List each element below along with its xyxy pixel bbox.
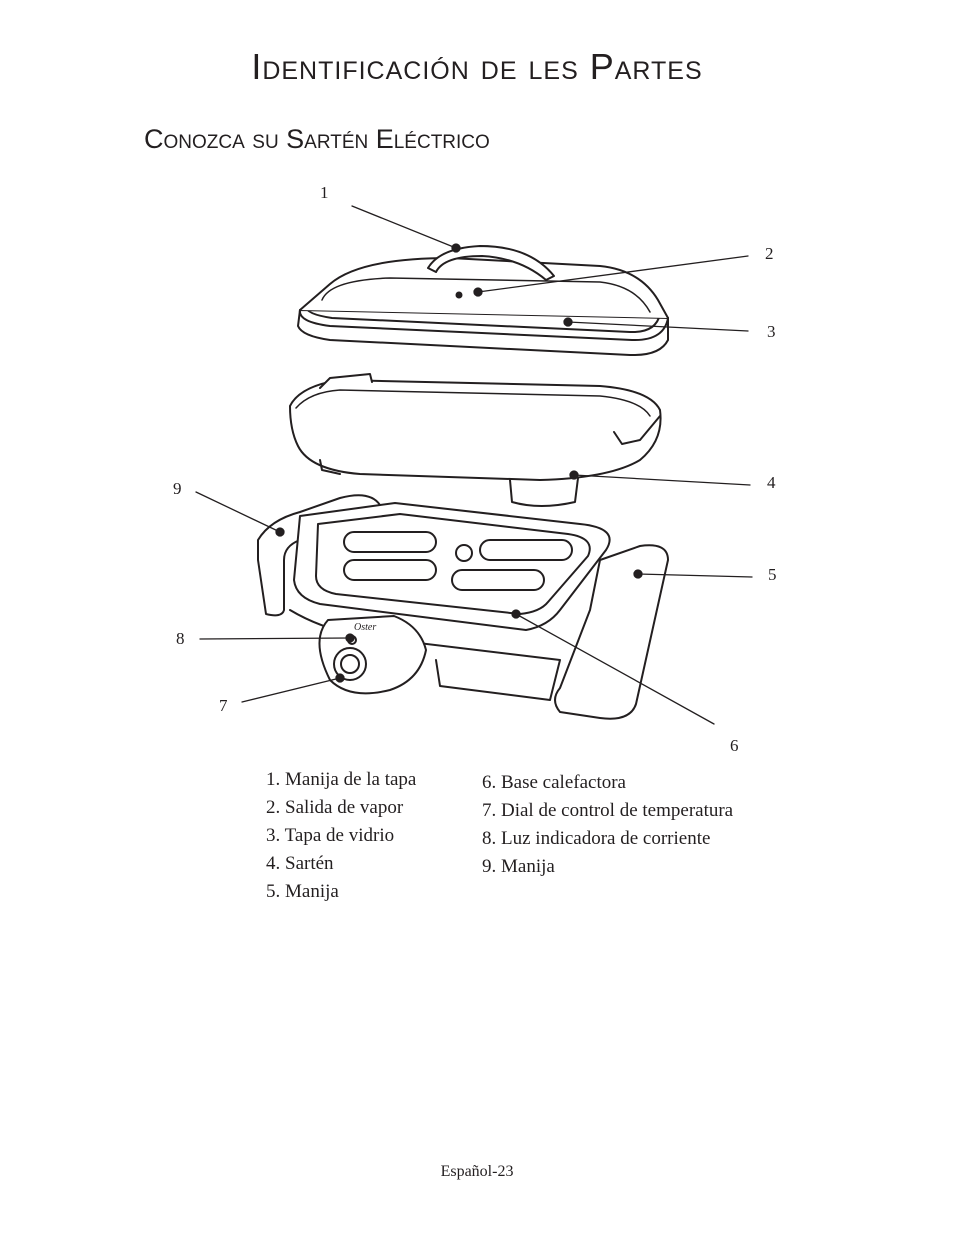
section-subtitle: Conozca su Sartén Eléctrico: [144, 124, 490, 154]
callout-7: 7: [219, 696, 228, 715]
list-item: 2. Salida de vapor: [266, 797, 404, 818]
page-title: Identificación de les Partes: [251, 46, 703, 87]
pan-illustration: [289, 373, 662, 507]
callout-6: 6: [730, 736, 739, 755]
lid-illustration: [297, 245, 669, 357]
skillet-diagram: Oster 1 2 3 4 5 6 7 8 9: [173, 183, 777, 755]
heating-base-illustration: Oster: [257, 494, 669, 720]
callout-2: 2: [765, 244, 774, 263]
list-item: 8. Luz indicadora de corriente: [482, 828, 711, 849]
callout-3: 3: [767, 322, 776, 341]
parts-list-right: 6. Base calefactora 7. Dial de control d…: [482, 769, 733, 881]
callout-8: 8: [176, 629, 185, 648]
callout-1: 1: [320, 183, 329, 202]
list-item: 1. Manija de la tapa: [266, 769, 417, 790]
parts-list-left: 1. Manija de la tapa 2. Salida de vapor …: [266, 766, 416, 906]
callout-9: 9: [173, 479, 182, 498]
brand-logo: Oster: [354, 622, 376, 633]
list-item: 4. Sartén: [266, 853, 334, 874]
callout-leaders: [195, 205, 753, 725]
page-number: Español-23: [440, 1163, 514, 1180]
list-item: 9. Manija: [482, 856, 555, 877]
list-item: 5. Manija: [266, 881, 339, 902]
list-item: 6. Base calefactora: [482, 772, 626, 793]
callout-4: 4: [767, 473, 776, 492]
list-item: 7. Dial de control de temperatura: [482, 800, 734, 821]
list-item: 3. Tapa de vidrio: [266, 825, 395, 846]
callout-5: 5: [768, 565, 777, 584]
